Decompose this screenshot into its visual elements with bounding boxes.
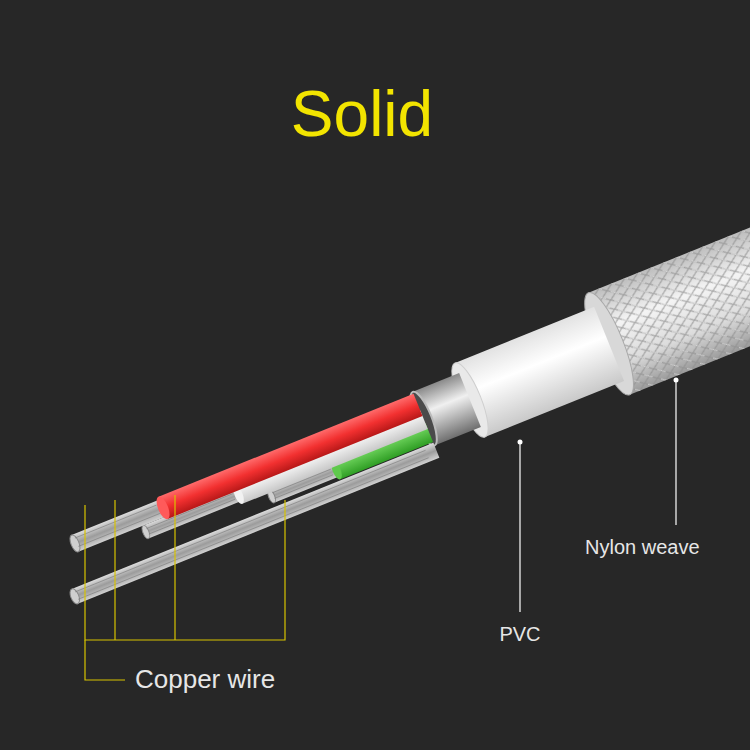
part-label: PVC bbox=[499, 623, 540, 646]
part-label: Copper wire bbox=[135, 665, 275, 695]
part-label: Nylon weave bbox=[585, 536, 700, 559]
diagram-title: Solid bbox=[291, 78, 433, 152]
